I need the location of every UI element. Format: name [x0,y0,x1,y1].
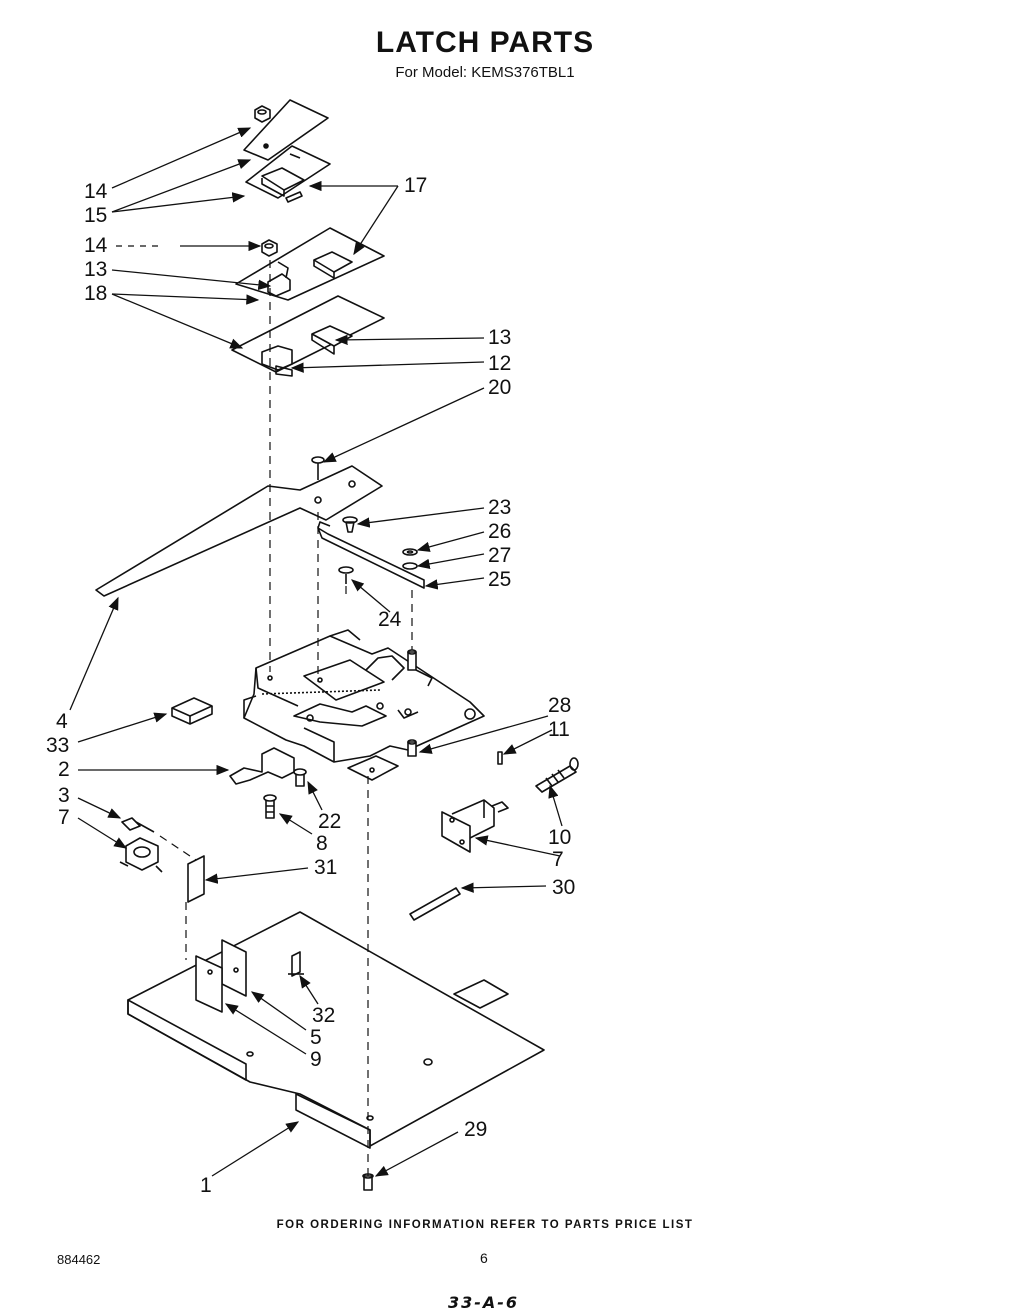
switch-part-15-top [245,145,331,203]
ordering-note: FOR ORDERING INFORMATION REFER TO PARTS … [276,1219,694,1231]
top-switch-plate [243,99,329,161]
page-title: LATCH PARTS [375,26,595,59]
alignment-lines [159,260,413,1176]
rod-part-30 [409,887,461,921]
screw-part-23 [342,516,358,533]
screw-part-22 [293,768,307,787]
callout-3: 3 [58,784,70,807]
latch-arm-part-4 [95,465,383,597]
callout-20: 20 [488,376,511,399]
washer-part-26 [402,548,418,556]
washer-part-24 [338,566,354,584]
callout-22: 22 [318,810,341,833]
switch-part-7-left [119,837,163,873]
callout-14-lower: 14 [84,234,108,257]
clip-part-32 [288,951,304,977]
callout-27: 27 [488,544,511,567]
nut-part-14-mid [261,239,278,257]
callout-13-lower: 13 [488,326,511,349]
spring-part-10 [535,757,579,793]
callout-1: 1 [200,1174,212,1197]
callout-9: 9 [310,1048,322,1071]
block-part-33 [171,697,213,725]
screw-part-20 [311,456,325,480]
mounting-bracket [347,755,399,781]
solenoid-part-7-right [441,799,509,853]
callout-17: 17 [404,174,427,197]
page-number: 6 [480,1250,488,1266]
callout-32: 32 [312,1004,335,1027]
washer-part-27 [402,562,418,570]
switch-bracket-part-18-lower [231,295,385,377]
post-part-28 [407,739,417,757]
callout-23: 23 [488,496,511,519]
callout-26: 26 [488,520,511,543]
callout-33: 33 [46,734,69,757]
model-subtitle: For Model: KEMS376TBL1 [395,64,575,81]
callout-11: 11 [548,718,570,741]
callout-24: 24 [378,608,402,631]
callout-7-right: 7 [552,848,564,871]
bracket-part-9 [195,955,223,1013]
callout-5: 5 [310,1026,322,1049]
callout-14-upper: 14 [84,180,108,203]
handwritten-code: 33-A-6 [448,1293,520,1312]
bracket-part-31 [187,855,205,903]
callout-29: 29 [464,1118,487,1141]
screw-part-8 [263,794,277,819]
latch-mechanism-assembly [243,629,485,763]
switch-bracket-part-18-upper [235,227,385,301]
pin-part-11 [497,751,503,765]
callout-13-upper: 13 [84,258,107,281]
callout-leaders [69,127,563,1177]
screw-part-29 [362,1173,374,1191]
base-plate-part-1 [127,911,545,1149]
callout-28: 28 [548,694,571,717]
callout-8: 8 [316,832,328,855]
callout-25: 25 [488,568,511,591]
callout-31: 31 [314,856,337,879]
document-number: 884462 [57,1252,101,1267]
callout-4: 4 [56,710,68,733]
callout-7-left: 7 [58,806,70,829]
callout-30: 30 [552,876,575,899]
callout-18: 18 [84,282,107,305]
callout-15: 15 [84,204,107,227]
screw-part-3 [121,817,155,833]
stud [407,649,417,671]
callout-10: 10 [548,826,571,849]
nut-part-14-top [254,105,271,123]
callout-2: 2 [58,758,70,781]
bracket-part-25 [317,521,425,589]
bracket-part-2 [229,747,295,785]
callout-numbers: 14 15 17 14 13 18 13 12 20 23 26 27 25 2… [46,174,575,1197]
callout-12: 12 [488,352,511,375]
